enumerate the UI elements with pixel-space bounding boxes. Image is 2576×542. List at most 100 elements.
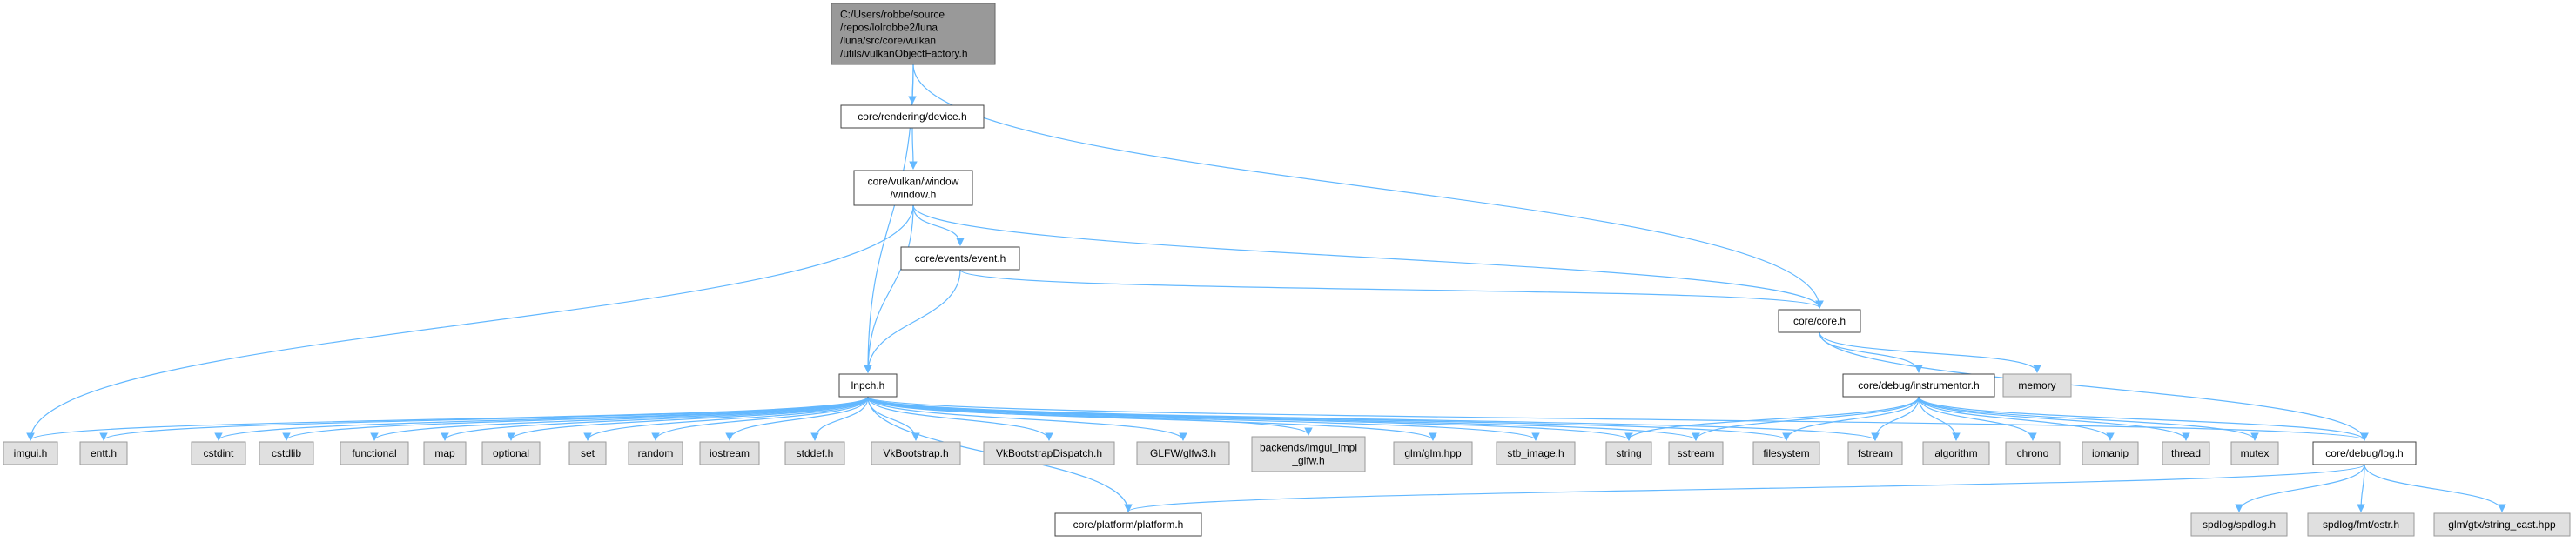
node-algorithm-box — [1922, 441, 1990, 465]
node-chrono-label-line: chrono — [2017, 447, 2049, 459]
node-random: random — [628, 441, 683, 465]
node-stb_image-label-line: stb_image.h — [1507, 447, 1564, 459]
node-platform-box — [1054, 512, 1202, 537]
edge-instrumentor-to-fstream — [1871, 396, 1920, 441]
node-string: string — [1605, 441, 1652, 465]
node-filesystem-label-line: filesystem — [1763, 447, 1809, 459]
node-ostr-label-line: spdlog/fmt/ostr.h — [2323, 519, 2399, 531]
node-vkbootstrap-box — [871, 441, 961, 465]
node-stb_image-box — [1496, 441, 1576, 465]
node-window[interactable]: core/vulkan/window/window.h — [853, 170, 973, 206]
node-imgui_impl-label-line: _glfw.h — [1291, 455, 1324, 467]
node-entt: entt.h — [79, 441, 128, 465]
node-mutex-label-line: mutex — [2241, 447, 2270, 459]
node-entt-box — [79, 441, 128, 465]
node-string_cast-box — [2433, 512, 2571, 537]
edge-window-to-lnpch — [864, 204, 914, 373]
node-window-box — [853, 170, 973, 206]
node-memory-box — [2002, 373, 2072, 398]
edge-instrumentor-to-chrono — [1918, 396, 2037, 441]
node-string-box — [1605, 441, 1652, 465]
node-algorithm: algorithm — [1922, 441, 1990, 465]
node-cstdlib-box — [259, 441, 314, 465]
node-sstream-box — [1668, 441, 1724, 465]
node-imgui-label-line: imgui.h — [14, 447, 48, 459]
edge-log-to-ostr — [2357, 464, 2365, 512]
node-iostream-label-line: iostream — [710, 447, 750, 459]
node-set-box — [568, 441, 607, 465]
node-glfw-label-line: GLFW/glfw3.h — [1150, 447, 1216, 459]
node-glm-box — [1393, 441, 1473, 465]
node-sstream: sstream — [1668, 441, 1724, 465]
node-functional-label-line: functional — [352, 447, 396, 459]
edge-instrumentor-to-iomanip — [1918, 396, 2115, 441]
node-root[interactable]: C:/Users/robbe/source/repos/lolrobbe2/lu… — [831, 3, 996, 65]
node-device[interactable]: core/rendering/device.h — [840, 104, 985, 129]
node-glm-label-line: glm/glm.hpp — [1404, 447, 1462, 459]
edge-lnpch-to-random — [651, 396, 869, 441]
edge-window-to-imgui — [26, 204, 914, 441]
node-functional-box — [340, 441, 409, 465]
node-thread-box — [2162, 441, 2210, 465]
edge-lnpch-to-map — [441, 396, 869, 441]
node-optional: optional — [481, 441, 541, 465]
node-memory-label-line: memory — [2018, 379, 2055, 391]
node-log-label-line: core/debug/log.h — [2325, 447, 2403, 459]
edge-core-to-log — [1819, 331, 2369, 441]
node-stddef: stddef.h — [784, 441, 845, 465]
nodes-layer: C:/Users/robbe/source/repos/lolrobbe2/lu… — [3, 3, 2571, 537]
node-optional-box — [481, 441, 541, 465]
node-fstream-box — [1847, 441, 1903, 465]
node-log-box — [2312, 441, 2417, 465]
edges-layer — [26, 64, 2506, 512]
node-core[interactable]: core/core.h — [1778, 309, 1861, 333]
node-glfw-box — [1136, 441, 1230, 465]
edge-log-to-string_cast — [2364, 464, 2506, 512]
node-cstdlib: cstdlib — [259, 441, 314, 465]
node-core-label-line: core/core.h — [1793, 315, 1846, 327]
node-instrumentor[interactable]: core/debug/instrumentor.h — [1842, 373, 1995, 398]
edge-lnpch-to-optional — [507, 396, 869, 441]
node-vkbootstrap: VkBootstrap.h — [871, 441, 961, 465]
node-algorithm-label-line: algorithm — [1934, 447, 1977, 459]
node-string-label-line: string — [1616, 447, 1641, 459]
edge-event-to-core — [959, 269, 1824, 309]
edge-window-to-event — [912, 204, 965, 246]
edge-log-to-platform — [1124, 464, 2365, 512]
edge-instrumentor-to-algorithm — [1918, 396, 1961, 441]
node-mutex-box — [2230, 441, 2279, 465]
node-imgui_impl-label-line: backends/imgui_impl — [1260, 442, 1357, 454]
edge-lnpch-to-stb_image — [867, 396, 1540, 441]
node-window-label-line: core/vulkan/window — [868, 176, 959, 188]
node-sstream-label-line: sstream — [1678, 447, 1715, 459]
edge-lnpch-to-entt — [99, 396, 869, 441]
edge-lnpch-to-functional — [370, 396, 869, 441]
node-imgui_impl: backends/imgui_impl_glfw.h — [1251, 436, 1366, 472]
node-filesystem-box — [1752, 441, 1820, 465]
node-event[interactable]: core/events/event.h — [900, 246, 1020, 271]
node-vkbootstrap-label-line: VkBootstrap.h — [883, 447, 948, 459]
node-log[interactable]: core/debug/log.h — [2312, 441, 2417, 465]
node-ostr-box — [2307, 512, 2415, 537]
node-thread-label-line: thread — [2171, 447, 2201, 459]
node-instrumentor-label-line: core/debug/instrumentor.h — [1858, 379, 1979, 391]
node-lnpch-box — [838, 373, 898, 398]
node-platform[interactable]: core/platform/platform.h — [1054, 512, 1202, 537]
node-root-box — [831, 3, 996, 65]
node-iostream: iostream — [699, 441, 760, 465]
node-lnpch[interactable]: lnpch.h — [838, 373, 898, 398]
node-device-label-line: core/rendering/device.h — [858, 110, 966, 123]
edge-lnpch-to-set — [583, 396, 869, 441]
node-iostream-box — [699, 441, 760, 465]
edge-device-to-window — [909, 127, 918, 170]
edge-instrumentor-to-string — [1624, 396, 1920, 441]
node-filesystem: filesystem — [1752, 441, 1820, 465]
node-stddef-box — [784, 441, 845, 465]
node-random-box — [628, 441, 683, 465]
node-spdlog-label-line: spdlog/spdlog.h — [2203, 519, 2276, 531]
edge-lnpch-to-cstdlib — [282, 396, 869, 441]
edge-root-to-core — [912, 64, 1824, 309]
edge-instrumentor-to-sstream — [1692, 396, 1920, 441]
node-thread: thread — [2162, 441, 2210, 465]
node-stb_image: stb_image.h — [1496, 441, 1576, 465]
